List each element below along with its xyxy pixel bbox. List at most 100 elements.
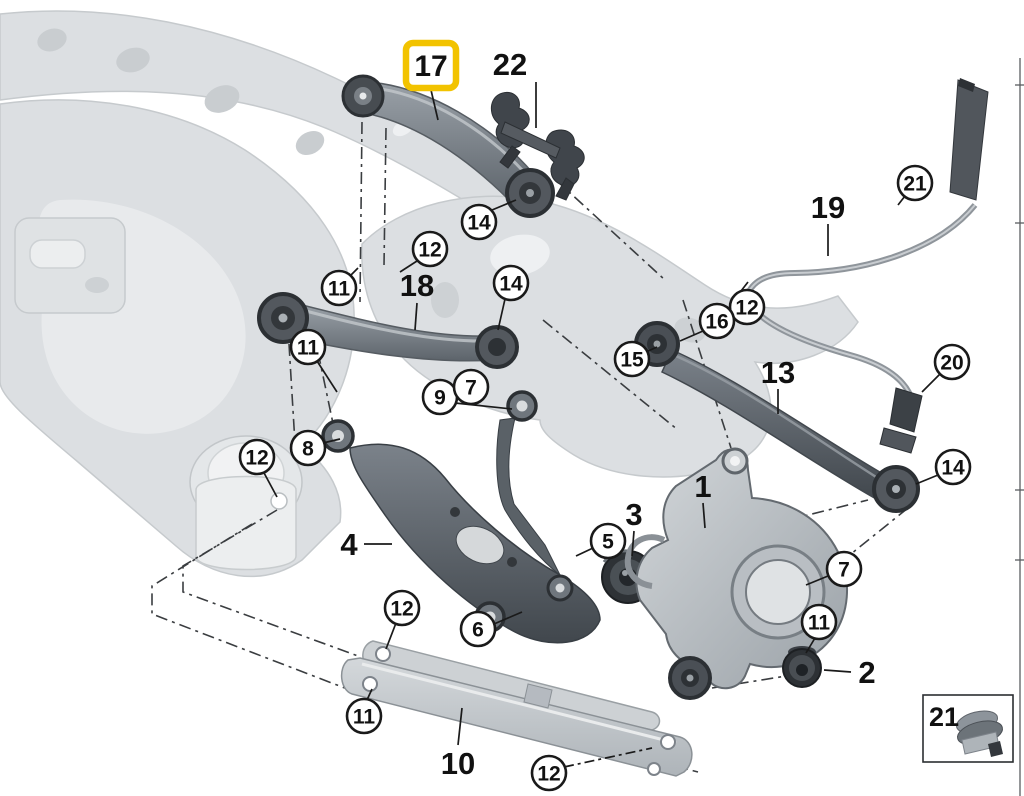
highlight-box xyxy=(402,39,460,92)
carrier-left-arm xyxy=(624,534,666,589)
callout-circle-11[interactable]: 11 xyxy=(289,328,327,366)
callout-ring xyxy=(460,203,498,241)
callout-circle-12[interactable]: 12 xyxy=(411,230,449,268)
leader-line-11 xyxy=(316,360,338,393)
callout-circle-6[interactable]: 6 xyxy=(459,610,497,648)
legend-box-21: 21 xyxy=(922,694,1014,763)
callout-number: 14 xyxy=(467,212,491,235)
callout-ring xyxy=(452,368,490,406)
callout-circle-14[interactable]: 14 xyxy=(492,264,530,302)
leader-line-3 xyxy=(631,530,635,557)
subframe-mount-hole xyxy=(85,277,109,293)
abs-sensor-20 xyxy=(889,387,923,433)
callout-circle-12[interactable]: 12 xyxy=(530,754,568,792)
callout-circle-11[interactable]: 11 xyxy=(345,697,383,735)
trailing-body-hole xyxy=(431,282,459,318)
callout-circle-7[interactable]: 7 xyxy=(452,368,490,406)
callout-number: 9 xyxy=(434,387,446,410)
callout-ring xyxy=(800,603,838,641)
callout-circle-14[interactable]: 14 xyxy=(934,448,972,486)
highlighted-callout-17[interactable]: 17 xyxy=(402,39,460,92)
callout-number: 7 xyxy=(838,559,850,582)
leader-line-6 xyxy=(493,611,523,625)
trailing-body-hole xyxy=(490,234,550,276)
leader-line-17 xyxy=(430,89,439,121)
callout-ring xyxy=(933,343,971,381)
leader-line-10 xyxy=(457,707,463,746)
callout-circle-12[interactable]: 12 xyxy=(383,589,421,627)
callout-ring xyxy=(345,697,383,735)
callout-ring xyxy=(289,429,327,467)
callout-ring xyxy=(492,264,530,302)
part-number-label-10[interactable]: 10 xyxy=(441,746,475,781)
subframe-mount-slot xyxy=(29,239,86,269)
callout-ring xyxy=(896,164,934,202)
leader-line-7 xyxy=(805,575,829,586)
callout-ring xyxy=(289,328,327,366)
leader-line-12 xyxy=(563,747,653,768)
callout-number: 12 xyxy=(390,598,413,621)
callout-ring xyxy=(459,610,497,648)
leader-line-14 xyxy=(491,199,517,211)
part-number-label-3[interactable]: 3 xyxy=(625,497,642,532)
subframe-hole xyxy=(204,85,240,113)
leader-line-16 xyxy=(679,330,704,342)
lower-control-arm-4 xyxy=(321,390,601,644)
callout-circle-8[interactable]: 8 xyxy=(289,429,327,467)
callout-number: 12 xyxy=(537,763,560,786)
rod-hole xyxy=(375,646,391,662)
part-number-label-18[interactable]: 18 xyxy=(400,268,434,303)
callout-ring xyxy=(613,340,651,378)
callout-circle-11[interactable]: 11 xyxy=(800,603,838,641)
arm4-spring-hole xyxy=(455,525,505,565)
subframe-hole xyxy=(116,47,150,73)
leader-line-14 xyxy=(497,298,506,331)
callout-circle-16[interactable]: 16 xyxy=(698,302,736,340)
subframe-boss-hole xyxy=(270,492,288,510)
part-number-label-13[interactable]: 13 xyxy=(761,355,795,390)
callout-number: 11 xyxy=(297,337,320,360)
callout-circle-7[interactable]: 7 xyxy=(825,550,863,588)
callout-ring xyxy=(825,550,863,588)
retainer-bracket-22 xyxy=(490,91,585,201)
callout-circle-20[interactable]: 20 xyxy=(933,343,971,381)
callout-circle-9[interactable]: 9 xyxy=(421,378,459,416)
callout-number: 16 xyxy=(705,311,728,334)
callout-number: 11 xyxy=(808,612,831,635)
wheel-carrier-1 xyxy=(624,447,848,700)
leader-line-1 xyxy=(702,502,706,529)
callout-number: 8 xyxy=(302,438,314,461)
callout-ring xyxy=(589,522,627,560)
cable-connector-tip xyxy=(958,78,975,92)
callout-circle-12[interactable]: 12 xyxy=(238,438,276,476)
leader-line-8 xyxy=(322,438,341,444)
page-border-line xyxy=(1015,58,1024,796)
callout-number: 11 xyxy=(353,706,376,729)
subframe-hole xyxy=(295,131,325,155)
callout-number: 20 xyxy=(940,352,963,375)
callout-number: 7 xyxy=(465,377,477,400)
guide-arm-18 xyxy=(257,292,519,369)
callout-circle-15[interactable]: 15 xyxy=(613,340,651,378)
trailing-body-hole xyxy=(674,317,706,343)
callout-circle-21[interactable]: 21 xyxy=(896,164,934,202)
callout-ring xyxy=(698,302,736,340)
callout-number: 21 xyxy=(903,173,927,196)
abs-sensor-foot xyxy=(879,427,917,454)
callout-circle-14[interactable]: 14 xyxy=(460,203,498,241)
callout-circle-12[interactable]: 12 xyxy=(728,288,766,326)
callout-circle-5[interactable]: 5 xyxy=(589,522,627,560)
callout-number: 6 xyxy=(472,619,484,642)
callout-ring xyxy=(728,288,766,326)
callout-circle-11[interactable]: 11 xyxy=(320,269,358,307)
part-number-label-2[interactable]: 2 xyxy=(858,655,875,690)
part-number-label-4[interactable]: 4 xyxy=(340,527,358,562)
upper-wishbone-arm-17 xyxy=(341,74,555,218)
part-number-label-19[interactable]: 19 xyxy=(811,190,845,225)
rod-hole xyxy=(362,676,378,692)
callout-ring xyxy=(934,448,972,486)
callout-number: 14 xyxy=(499,273,523,296)
part-number-label-22[interactable]: 22 xyxy=(493,47,527,82)
part-number-label-1[interactable]: 1 xyxy=(694,469,711,504)
